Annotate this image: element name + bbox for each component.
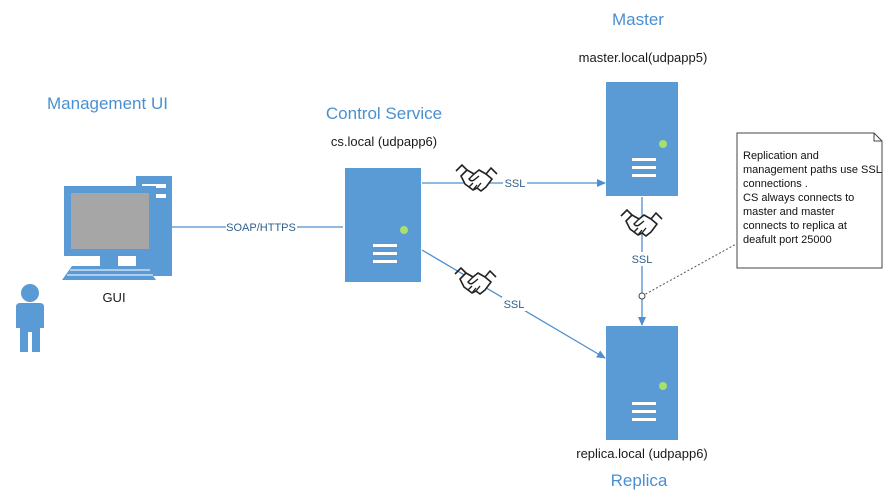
control-service-title: Control Service — [326, 104, 442, 123]
note-anchor-point — [638, 292, 646, 300]
note-line: deafult port 25000 — [743, 234, 832, 246]
master-replica-ssl-label: SSL — [632, 254, 653, 266]
note-box — [736, 132, 883, 269]
desktop-computer-icon — [62, 176, 172, 280]
management-ui-title: Management UI — [47, 94, 168, 113]
note-line: Replication and — [743, 150, 819, 162]
note-line: connections . — [743, 178, 808, 190]
note-line: connects to replica at — [743, 220, 847, 232]
gui-label: GUI — [102, 290, 125, 305]
master-title: Master — [612, 10, 664, 29]
cs-master-ssl-label: SSL — [505, 178, 526, 190]
server-icon — [345, 168, 421, 282]
cs-replica-ssl-label: SSL — [504, 299, 525, 311]
server-icon — [606, 82, 678, 196]
person-icon — [16, 284, 44, 352]
note-pointer-line — [641, 242, 739, 297]
replica-host: replica.local (udpapp6) — [576, 446, 708, 461]
note-text: Replication and management paths use SSL… — [743, 150, 884, 246]
note-line: CS always connects to — [743, 192, 854, 204]
note-line: master and master — [743, 206, 835, 218]
soap-https-label: SOAP/HTTPS — [226, 222, 296, 234]
server-icon — [606, 326, 678, 440]
note-line: management paths use SSL — [743, 164, 882, 176]
handshake-icon — [455, 164, 498, 192]
replica-title: Replica — [611, 471, 668, 490]
master-host: master.local(udpapp5) — [579, 50, 708, 65]
control-service-host: cs.local (udpapp6) — [331, 134, 437, 149]
